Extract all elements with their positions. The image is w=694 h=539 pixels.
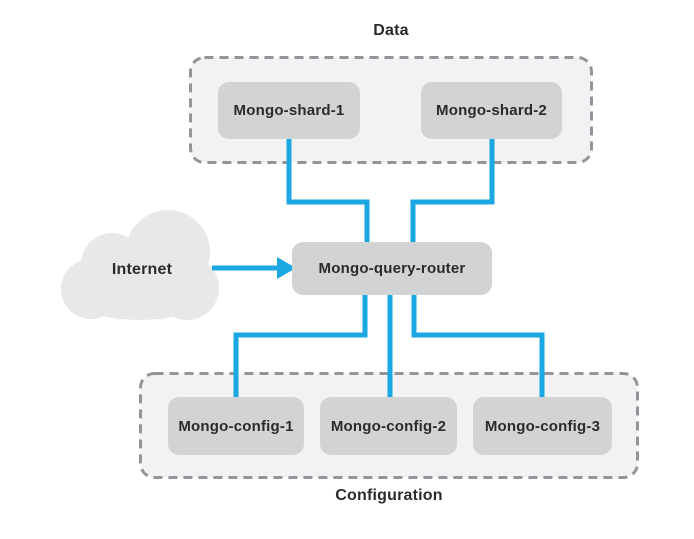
connector-shard2-router [410, 135, 495, 246]
node-mongo-shard-2: Mongo-shard-2 [421, 82, 562, 139]
connector-router-config3 [411, 291, 545, 400]
node-mongo-config-3: Mongo-config-3 [473, 397, 612, 455]
connector-shard1-router [286, 135, 370, 246]
node-mongo-query-router: Mongo-query-router [292, 242, 492, 295]
node-mongo-shard-1: Mongo-shard-1 [218, 82, 360, 139]
node-mongo-config-2: Mongo-config-2 [320, 397, 457, 455]
configuration-group-label: Configuration [335, 487, 443, 504]
connector-router-config1 [233, 291, 368, 400]
internet-cloud-icon [61, 210, 219, 320]
data-group-label: Data [373, 22, 409, 39]
internet-label: Internet [111, 261, 173, 278]
internet-arrow [212, 257, 296, 279]
node-mongo-config-1: Mongo-config-1 [168, 397, 304, 455]
